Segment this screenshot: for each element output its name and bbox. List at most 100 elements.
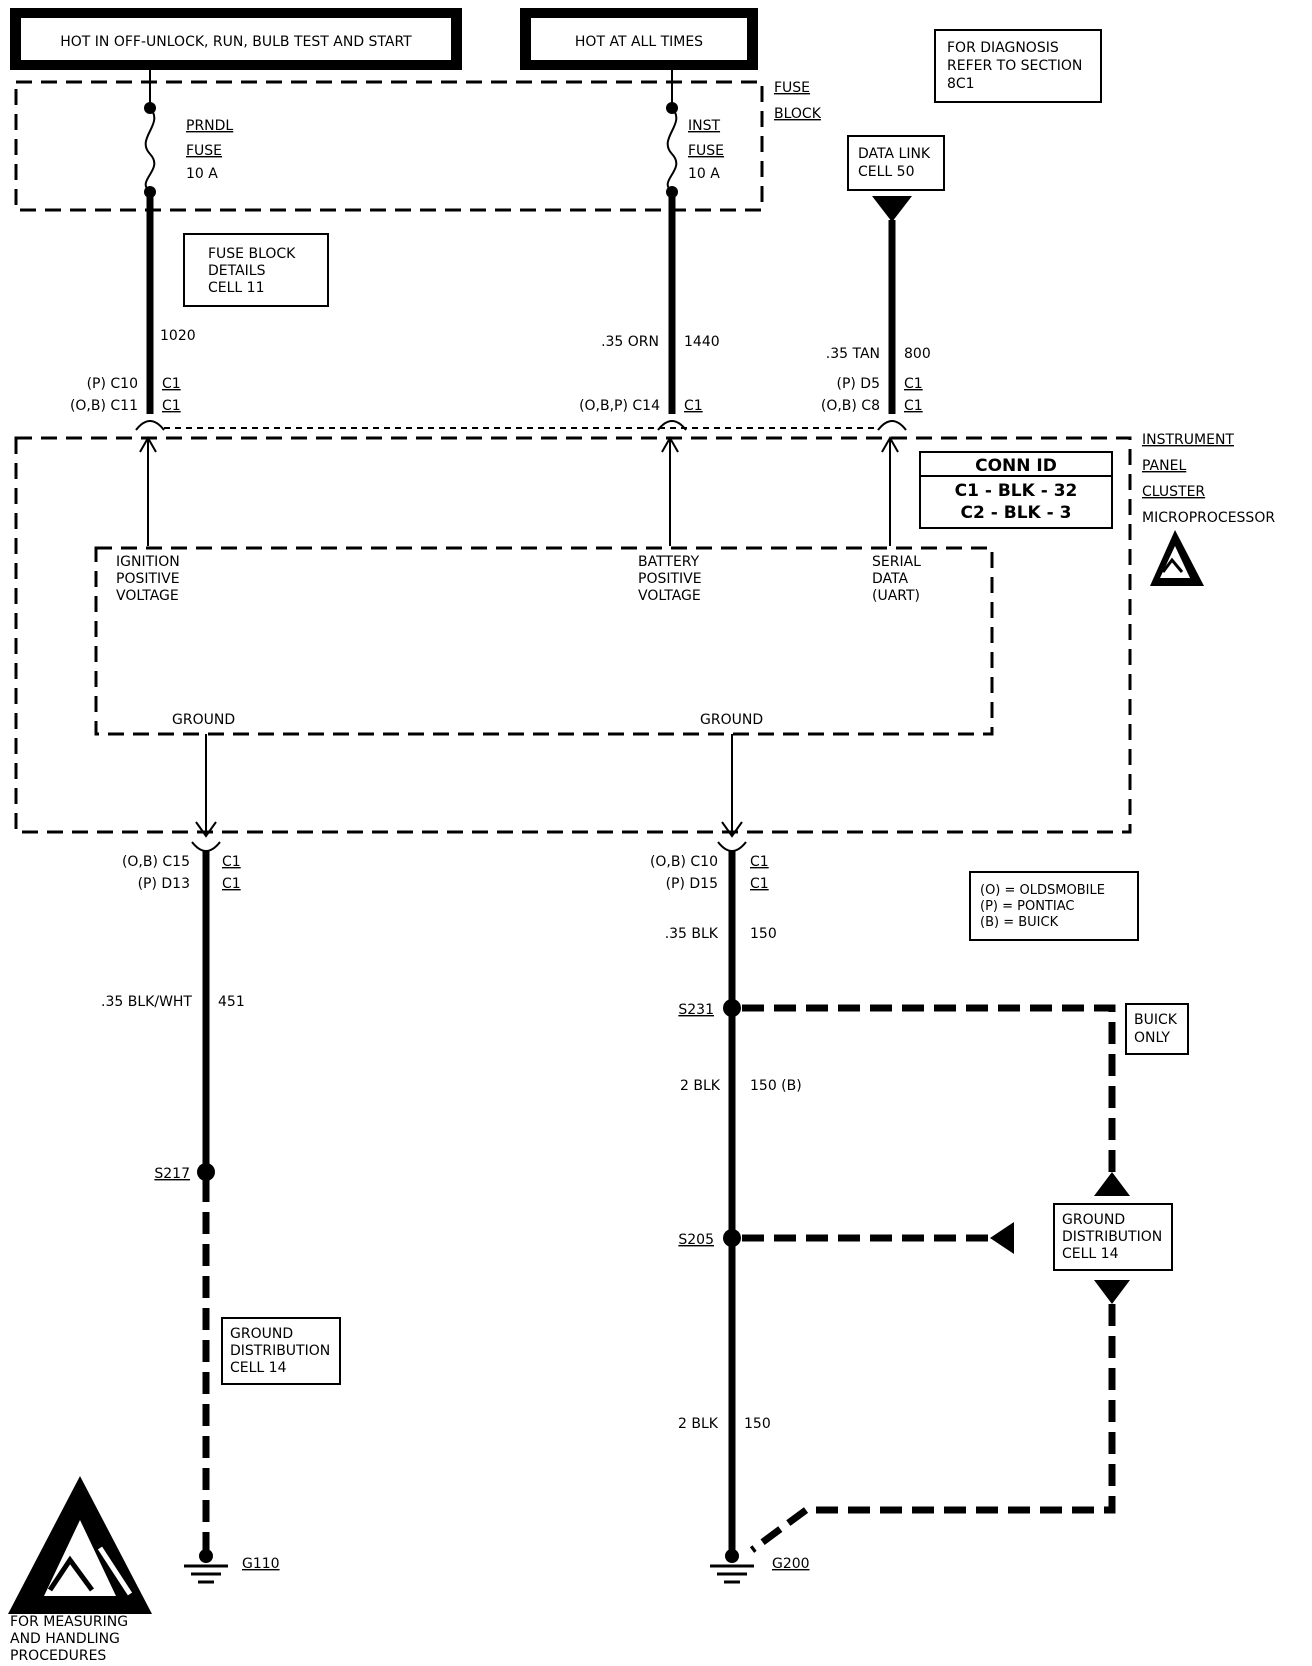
esd-note-line-2: AND HANDLING xyxy=(10,1631,120,1647)
gnd-left-line-1: GROUND xyxy=(230,1326,293,1342)
legend-buick: (B) = BUICK xyxy=(980,915,1059,930)
hot-always-box: HOT AT ALL TIMES xyxy=(520,8,758,70)
diagnosis-line-1: FOR DIAGNOSIS xyxy=(947,40,1059,56)
ground-right-label: GROUND xyxy=(700,712,763,728)
cluster-label-3: CLUSTER xyxy=(1142,484,1205,500)
wire-451-color: .35 BLK/WHT xyxy=(101,994,192,1010)
wire-1020-circuit: 1020 xyxy=(160,328,196,344)
bot1-conn-1: C1 xyxy=(222,854,241,870)
bot1-pin-1: (O,B) C15 xyxy=(122,854,190,870)
top3-pin-2: (O,B) C8 xyxy=(821,398,880,414)
top1-conn-1: C1 xyxy=(162,376,181,392)
ground-arrows xyxy=(195,734,743,838)
ground-dist-right-note: GROUND DISTRIBUTION CELL 14 xyxy=(1053,1203,1173,1271)
inst-fuse-rating: 10 A xyxy=(688,166,720,182)
fuse-block-label-1: FUSE xyxy=(774,80,810,96)
bot1-pin-2: (P) D13 xyxy=(138,876,190,892)
top3-conn-2: C1 xyxy=(904,398,923,414)
input-arrows xyxy=(139,435,899,546)
prndl-fuse-rating: 10 A xyxy=(186,166,218,182)
input-ignition-1: IGNITION xyxy=(116,554,180,570)
splice-s205 xyxy=(723,1229,741,1247)
top1-pin-2: (O,B) C11 xyxy=(70,398,138,414)
inst-fuse-word: FUSE xyxy=(688,143,724,159)
top1-pin-1: (P) C10 xyxy=(87,376,138,392)
gnd-right-line-1: GROUND xyxy=(1062,1212,1125,1228)
splice-s231-label: S231 xyxy=(678,1002,714,1018)
input-ignition-3: VOLTAGE xyxy=(116,588,179,604)
prndl-fuse-word: FUSE xyxy=(186,143,222,159)
esd-warning-icon xyxy=(1150,530,1204,586)
data-link-line-1: DATA LINK xyxy=(858,146,931,162)
bot2-conn-1: C1 xyxy=(750,854,769,870)
cluster-outline xyxy=(14,436,1132,834)
wire-800-color: .35 TAN xyxy=(826,346,880,362)
wire-800-circuit: 800 xyxy=(904,346,931,362)
data-link-arrow-icon xyxy=(872,196,912,222)
buick-only-note: BUICK ONLY xyxy=(1125,1003,1189,1055)
wire-150c-color: 2 BLK xyxy=(678,1416,719,1432)
gnd-right-line-3: CELL 14 xyxy=(1062,1246,1119,1262)
wire-s231-buick-loop xyxy=(742,1004,1116,1172)
wire-150b-circuit: 150 (B) xyxy=(750,1078,802,1094)
input-battery-3: VOLTAGE xyxy=(638,588,701,604)
buick-only-line-1: BUICK xyxy=(1134,1012,1178,1028)
buick-loop-arrow-up-icon xyxy=(1094,1172,1130,1196)
gnd-left-line-3: CELL 14 xyxy=(230,1360,287,1376)
ground-g110-icon xyxy=(184,1549,228,1584)
conn-id-box: CONN ID C1 - BLK - 32 C2 - BLK - 3 xyxy=(919,451,1113,529)
microprocessor-inner-outline xyxy=(94,546,994,736)
ground-left-label: GROUND xyxy=(172,712,235,728)
splice-s217-label: S217 xyxy=(154,1166,190,1182)
fuse-block-outline xyxy=(14,80,764,212)
top3-pin-1: (P) D5 xyxy=(836,376,880,392)
top2-conn-1: C1 xyxy=(684,398,703,414)
top3-conn-1: C1 xyxy=(904,376,923,392)
conn-id-row-1: C1 - BLK - 32 xyxy=(955,481,1078,501)
wire-150a-color: .35 BLK xyxy=(665,926,719,942)
diagnosis-line-3: 8C1 xyxy=(947,76,975,92)
fuse-details-line-1: FUSE BLOCK xyxy=(208,246,296,262)
input-ignition-2: POSITIVE xyxy=(116,571,180,587)
wire-buick-return-to-g200 xyxy=(749,1304,1116,1553)
wire-1440-color: .35 ORN xyxy=(601,334,659,350)
bot1-conn-2: C1 xyxy=(222,876,241,892)
legend-oldsmobile: (O) = OLDSMOBILE xyxy=(980,883,1105,898)
fuse-details-line-2: DETAILS xyxy=(208,263,266,279)
diagnosis-note: FOR DIAGNOSIS REFER TO SECTION 8C1 xyxy=(934,29,1102,103)
fuse-block-details-note: FUSE BLOCK DETAILS CELL 11 xyxy=(183,233,329,307)
input-serial-3: (UART) xyxy=(872,588,920,604)
splice-s231 xyxy=(723,999,741,1017)
cluster-label-1: INSTRUMENT xyxy=(1142,432,1234,448)
connector-bottom-2: (O,B) C10 (P) D15 C1 C1 xyxy=(650,841,769,892)
legend-pontiac: (P) = PONTIAC xyxy=(980,899,1074,914)
ground-g200-icon xyxy=(710,1549,754,1584)
ground-g200-label: G200 xyxy=(772,1556,810,1572)
input-battery-2: POSITIVE xyxy=(638,571,702,587)
ground-dist-left-note: GROUND DISTRIBUTION CELL 14 xyxy=(221,1317,341,1385)
fuse-block-label-2: BLOCK xyxy=(774,106,822,122)
diagnosis-line-2: REFER TO SECTION xyxy=(947,58,1082,74)
fuse-details-line-3: CELL 11 xyxy=(208,280,265,296)
data-link-line-2: CELL 50 xyxy=(858,164,915,180)
connector-bottom-1: (O,B) C15 (P) D13 C1 C1 xyxy=(122,841,241,892)
wire-150b-color: 2 BLK xyxy=(680,1078,721,1094)
cluster-label-2: PANEL xyxy=(1142,458,1186,474)
ground-g110-label: G110 xyxy=(242,1556,280,1572)
hot-run-label: HOT IN OFF-UNLOCK, RUN, BULB TEST AND ST… xyxy=(60,34,412,50)
connector-top-3: (P) D5 (O,B) C8 C1 C1 xyxy=(821,376,923,431)
gnd-left-line-2: DISTRIBUTION xyxy=(230,1343,330,1359)
esd-note-line-3: PROCEDURES xyxy=(10,1648,106,1664)
conn-id-title: CONN ID xyxy=(975,456,1057,476)
wire-150a-circuit: 150 xyxy=(750,926,777,942)
input-serial-2: DATA xyxy=(872,571,908,587)
s205-arrow-left-icon xyxy=(990,1222,1014,1254)
gnd-right-line-2: DISTRIBUTION xyxy=(1062,1229,1162,1245)
connector-top-1: (P) C10 (O,B) C11 C1 C1 xyxy=(70,376,181,431)
splice-s205-label: S205 xyxy=(678,1232,714,1248)
bot2-pin-2: (P) D15 xyxy=(666,876,718,892)
input-battery-1: BATTERY xyxy=(638,554,700,570)
cluster-label-4: MICROPROCESSOR xyxy=(1142,510,1275,526)
